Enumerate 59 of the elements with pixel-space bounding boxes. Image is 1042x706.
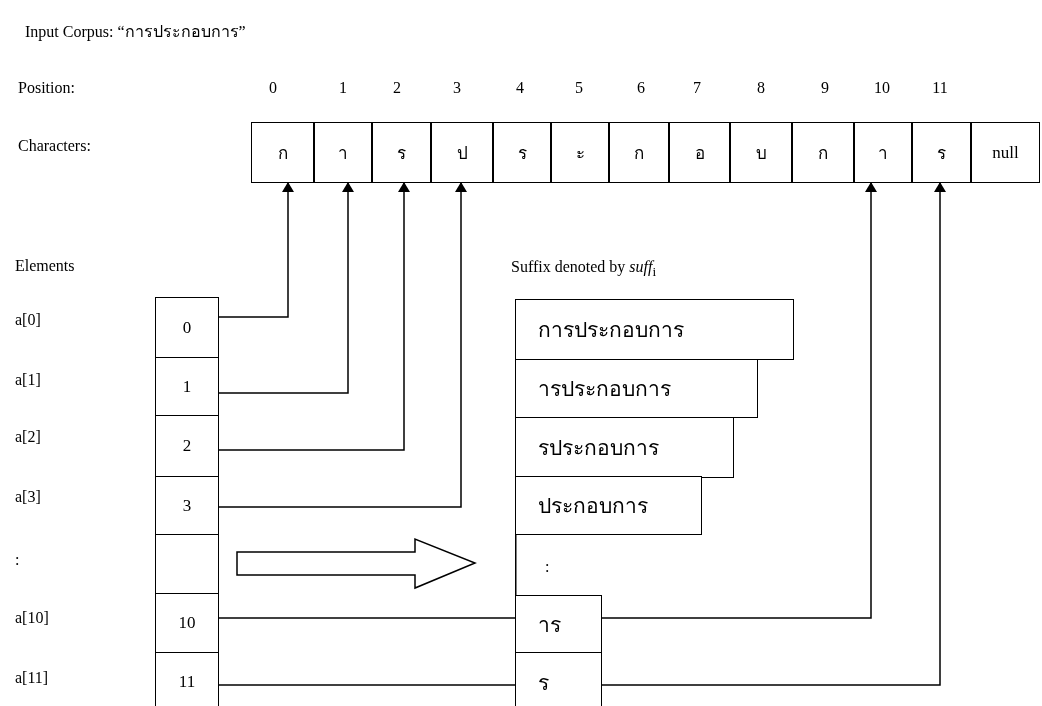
connector-line [218,617,516,619]
position-number: 5 [575,79,583,97]
character-cell: า [854,122,912,183]
position-number: 8 [757,79,765,97]
array-cell [155,534,219,594]
ellipsis: : [545,558,550,576]
array-cell: 1 [155,357,219,416]
position-number: 0 [269,79,277,97]
arrow [218,182,354,394]
suffix-box: ร [515,652,602,706]
index-label: a[10] [15,609,49,627]
position-number: 11 [932,79,948,97]
position-number: 6 [637,79,645,97]
position-number: 10 [874,79,890,97]
section-heading: Suffix denoted by suff$_{i}$ [511,257,657,281]
array-cell: 3 [155,476,219,535]
position-number: 9 [821,79,829,97]
position-number: 7 [693,79,701,97]
character-cell: ร [912,122,971,183]
arrow [218,182,410,451]
row-label: Position: [18,79,75,97]
suffix-box: ารประกอบการ [515,359,758,418]
ellipsis: : [15,551,20,569]
character-cell: ร [372,122,431,183]
arrow [218,182,294,318]
array-cell: 11 [155,652,219,706]
position-number: 4 [516,79,524,97]
index-label: a[0] [15,311,41,329]
character-cell: อ [669,122,730,183]
index-label: a[11] [15,669,49,687]
character-cell: ร [493,122,551,183]
connector-line [218,684,516,686]
index-label: a[1] [15,371,41,389]
arrow [601,182,946,686]
character-cell: ะ [551,122,609,183]
arrow [601,182,877,619]
array-cell: 0 [155,297,219,358]
section-heading: Elements [15,257,75,275]
index-label: a[3] [15,488,41,506]
suffix-box: าร [515,595,602,653]
character-cell: า [314,122,372,183]
array-cell: 10 [155,593,219,653]
position-number: 3 [453,79,461,97]
title: Input Corpus: “การประกอบการ” [25,21,246,43]
row-label: Characters: [18,137,91,155]
position-number: 1 [339,79,347,97]
character-cell: บ [730,122,792,183]
suffix-box: การประกอบการ [515,299,794,360]
character-cell: ป [431,122,493,183]
arrow [218,182,467,508]
suffix-box: ประกอบการ [515,476,702,535]
character-cell: ก [792,122,854,183]
character-cell: ก [609,122,669,183]
character-cell: ก [251,122,314,183]
character-cell: null [971,122,1040,183]
suffix-box: รประกอบการ [515,417,734,478]
position-number: 2 [393,79,401,97]
array-cell: 2 [155,415,219,477]
index-label: a[2] [15,428,41,446]
